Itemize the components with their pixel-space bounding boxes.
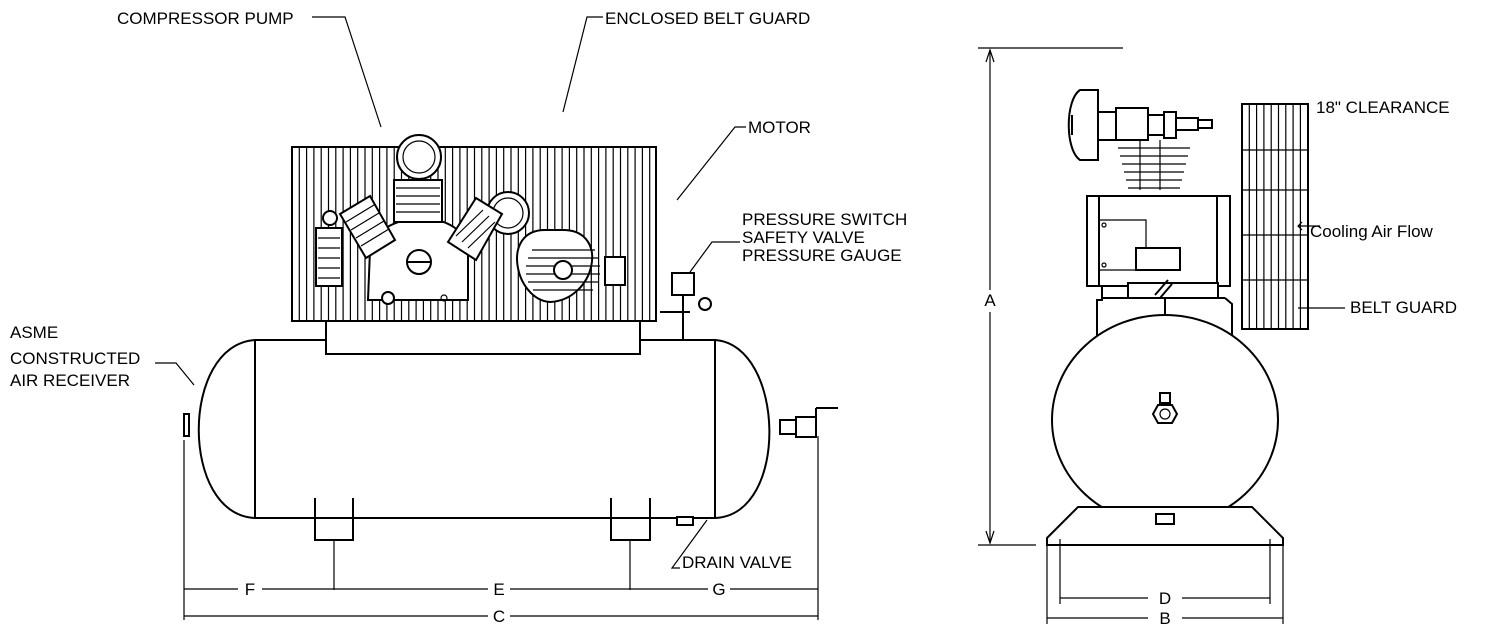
- dim-b-label: B: [1159, 609, 1170, 624]
- side-tank-end: [1051, 314, 1279, 526]
- belt-guard-label: BELT GUARD: [1350, 298, 1457, 317]
- side-pump-head: [1067, 89, 1213, 190]
- clearance-label: 18" CLEARANCE: [1316, 98, 1450, 117]
- asme-label-line1: ASME: [10, 323, 58, 342]
- dim-e-label: E: [493, 580, 504, 599]
- side-view: A: [978, 47, 1457, 628]
- pressure-switch-label: PRESSURE SWITCH: [742, 210, 907, 229]
- front-leaders: [155, 16, 746, 569]
- motor: [516, 229, 626, 304]
- mounting-platform: [325, 320, 641, 355]
- dim-a-label: A: [984, 291, 996, 310]
- enclosed-belt-guard-label: ENCLOSED BELT GUARD: [605, 9, 810, 28]
- side-leaders: [1297, 221, 1345, 309]
- dim-d-label: D: [1159, 589, 1171, 608]
- air-receiver-tank: [183, 339, 771, 519]
- dim-g-label: G: [712, 580, 725, 599]
- asme-label-line2: CONSTRUCTED: [10, 349, 140, 368]
- front-dimensions: [183, 436, 819, 620]
- drain-valve: [676, 407, 838, 526]
- side-motor: [1086, 195, 1231, 287]
- side-belt-guard: [1241, 103, 1309, 330]
- dim-c-label: C: [493, 607, 505, 624]
- safety-valve-label: SAFETY VALVE: [742, 228, 865, 247]
- drain-valve-label: DRAIN VALVE: [682, 553, 792, 572]
- side-support-frame: [1096, 279, 1233, 340]
- front-view: F E G C COMPRESSOR PUMP ENCLOSED BELT GU…: [10, 9, 907, 626]
- dim-a-lines: [978, 47, 1123, 546]
- motor-label: MOTOR: [748, 118, 811, 137]
- cooling-air-flow-label: Cooling Air Flow: [1310, 222, 1434, 241]
- pressure-gauge-label: PRESSURE GAUGE: [742, 246, 902, 265]
- dim-f-label: F: [245, 580, 255, 599]
- compressor-pump: [315, 134, 530, 305]
- side-dims: [1047, 597, 1283, 619]
- compressor-pump-label: COMPRESSOR PUMP: [117, 9, 294, 28]
- side-base: [1046, 506, 1284, 624]
- pressure-controls: [660, 272, 712, 340]
- asme-label-line3: AIR RECEIVER: [10, 371, 130, 390]
